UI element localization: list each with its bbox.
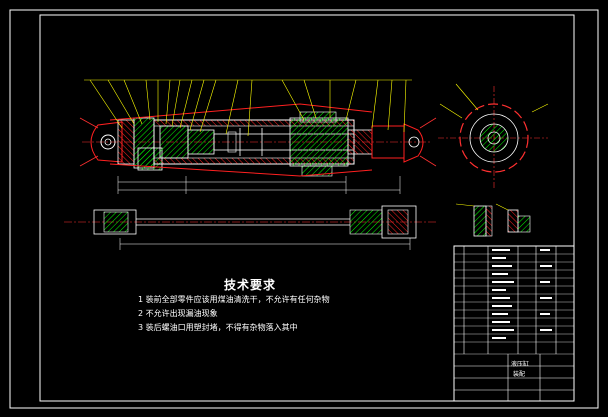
- title-block: [453, 245, 575, 402]
- outer-frame: [9, 9, 599, 409]
- technical-requirements-title: 技术要求: [224, 278, 277, 292]
- rod-view: [64, 205, 438, 250]
- requirement-item-1: 1 装前全部零件应该用煤油清洗干，不允许有任何杂物: [138, 295, 330, 304]
- main-section-view: [79, 79, 437, 194]
- title-block-name: 液压缸: [511, 361, 530, 368]
- detail-views: [455, 203, 531, 237]
- inner-frame: [39, 14, 575, 402]
- end-view: [438, 83, 549, 190]
- title-block-subtitle: 装配: [513, 371, 526, 378]
- requirement-item-2: 2 不允许出现漏油现象: [138, 309, 218, 318]
- requirement-item-3: 3 装后螺油口用塑封堵，不得有杂物落入其中: [138, 323, 298, 332]
